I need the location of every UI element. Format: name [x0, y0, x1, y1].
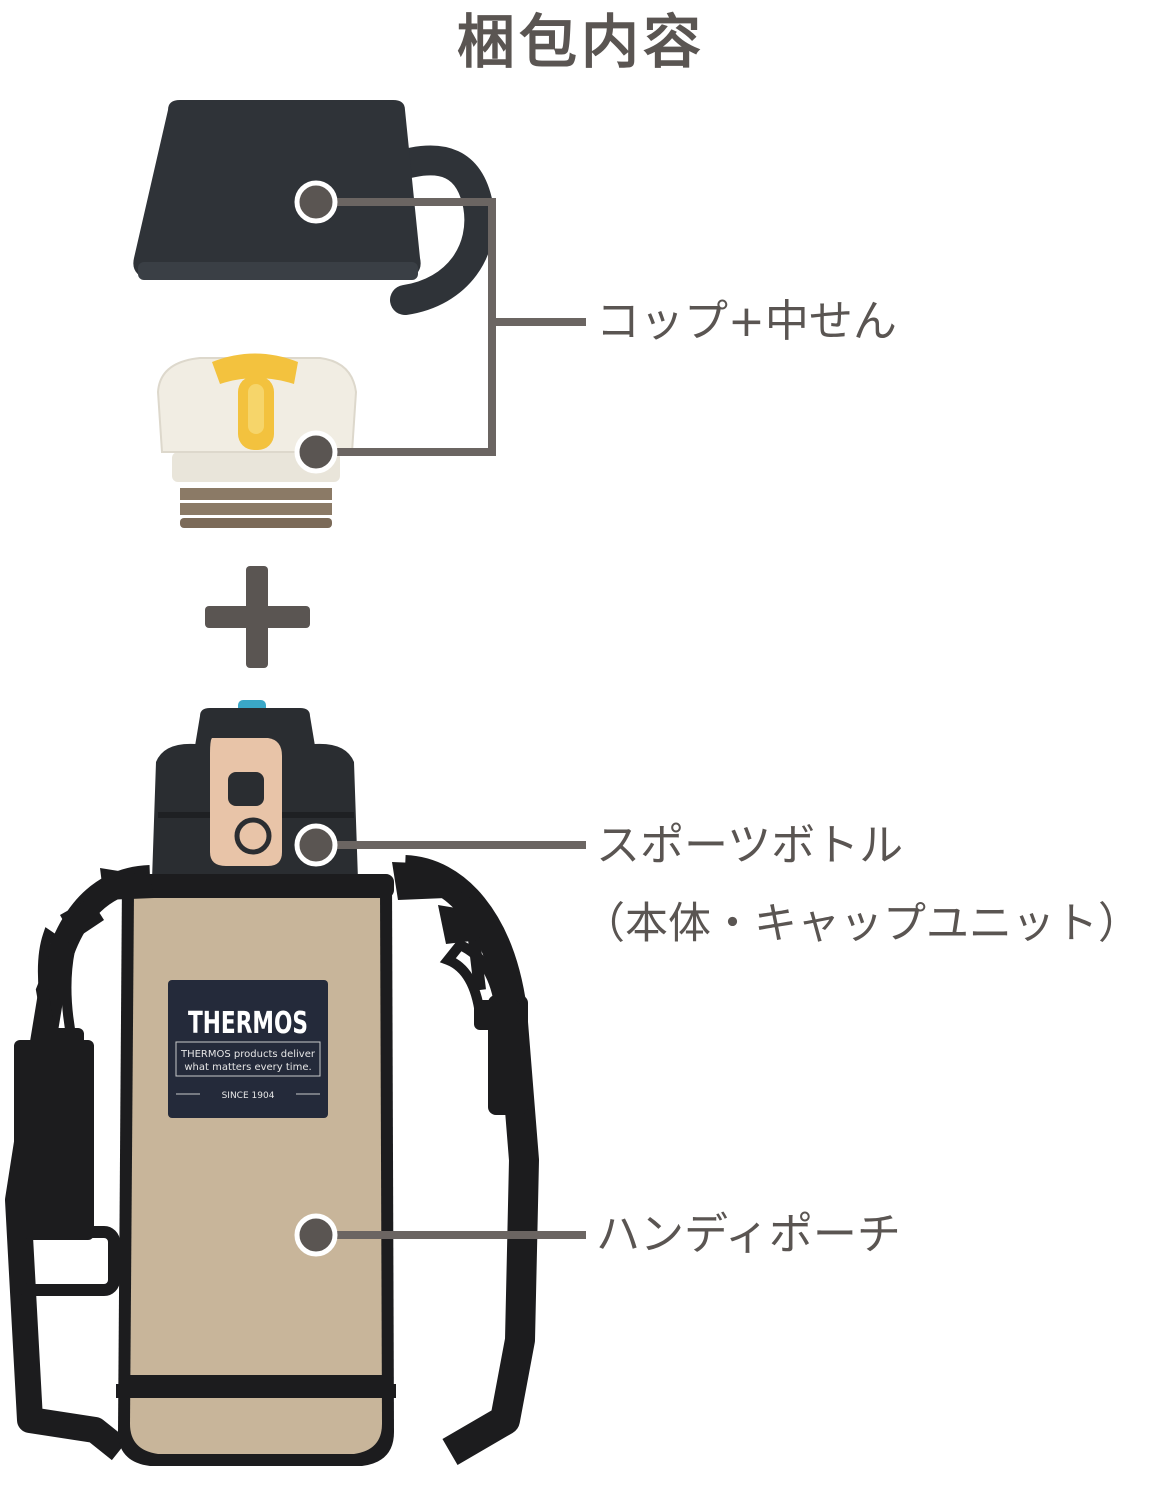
label-handy-pouch: ハンディポーチ: [596, 1209, 901, 1260]
callout-dot-cup: [294, 180, 338, 224]
label-cup-and-plug: コップ+中せん: [596, 296, 897, 347]
label-sports-bottle-detail: （本体・キャップユニット）: [582, 899, 1141, 949]
page-title: 梱包内容: [456, 8, 705, 76]
patch-brand: THERMOS: [188, 1006, 308, 1041]
callout-dot-bottle: [294, 823, 338, 867]
handy-pouch: THERMOS THERMOS products deliver what ma…: [116, 874, 396, 1466]
patch-tagline-1: THERMOS products deliver: [180, 1049, 316, 1060]
callout-dot-pouch: [294, 1213, 338, 1257]
patch-since: SINCE 1904: [222, 1091, 275, 1101]
strap-clips: [36, 862, 520, 1056]
label-sports-bottle: スポーツボトル: [596, 820, 904, 871]
patch-tagline-2: what matters every time.: [184, 1062, 311, 1073]
callout-dots: [294, 180, 338, 1257]
inner-plug-image: [156, 353, 358, 528]
callout-dot-plug: [294, 430, 338, 474]
callout-leaders: [312, 198, 586, 1239]
plus-sign: [205, 566, 310, 668]
